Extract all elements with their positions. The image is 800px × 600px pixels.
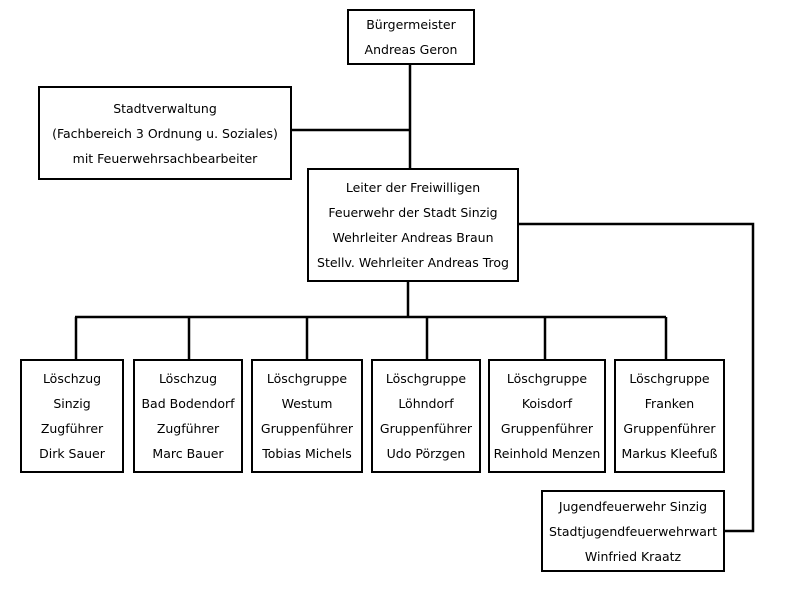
- mayor-title: Bürgermeister: [366, 17, 456, 32]
- fire-chief-line-1: Leiter der Freiwilligen: [345, 180, 481, 195]
- unit-box-bad-bodendorf: Löschzug Bad Bodendorf Zugführer Marc Ba…: [133, 359, 243, 473]
- unit-role: Gruppenführer: [500, 421, 594, 436]
- fire-chief-box: Leiter der Freiwilligen Feuerwehr der St…: [307, 168, 519, 282]
- unit-box-loehndorf: Löschgruppe Löhndorf Gruppenführer Udo P…: [371, 359, 481, 473]
- unit-type: Löschgruppe: [506, 371, 588, 386]
- administration-note: mit Feuerwehrsachbearbeiter: [72, 150, 258, 166]
- unit-role: Zugführer: [40, 421, 104, 436]
- unit-box-franken: Löschgruppe Franken Gruppenführer Markus…: [614, 359, 725, 473]
- unit-type: Löschzug: [42, 371, 102, 386]
- unit-box-westum: Löschgruppe Westum Gruppenführer Tobias …: [251, 359, 363, 473]
- unit-role: Gruppenführer: [379, 421, 473, 436]
- unit-location: Franken: [644, 396, 695, 411]
- fire-chief-name: Wehrleiter Andreas Braun: [332, 230, 494, 245]
- unit-leader: Marc Bauer: [152, 446, 224, 461]
- unit-role: Gruppenführer: [260, 421, 354, 436]
- unit-leader: Dirk Sauer: [39, 446, 105, 461]
- mayor-box: Bürgermeister Andreas Geron: [347, 9, 475, 65]
- unit-type: Löschgruppe: [629, 371, 710, 386]
- unit-type: Löschgruppe: [266, 371, 348, 386]
- unit-leader: Udo Pörzgen: [386, 446, 466, 461]
- unit-role: Gruppenführer: [623, 421, 716, 436]
- administration-title: Stadtverwaltung: [113, 100, 217, 116]
- youth-fire-brigade-box: Jugendfeuerwehr Sinzig Stadtjugendfeuerw…: [541, 490, 725, 572]
- fire-chief-line-2: Feuerwehr der Stadt Sinzig: [328, 205, 498, 220]
- administration-department: (Fachbereich 3 Ordnung u. Soziales): [52, 125, 278, 141]
- unit-box-sinzig: Löschzug Sinzig Zugführer Dirk Sauer: [20, 359, 124, 473]
- unit-location: Bad Bodendorf: [141, 396, 235, 411]
- unit-location: Westum: [281, 396, 333, 411]
- youth-leader: Winfried Kraatz: [584, 548, 682, 564]
- unit-type: Löschgruppe: [385, 371, 467, 386]
- mayor-name: Andreas Geron: [364, 42, 458, 57]
- unit-leader: Reinhold Menzen: [493, 446, 601, 461]
- unit-location: Sinzig: [53, 396, 91, 411]
- youth-role: Stadtjugendfeuerwehrwart: [549, 523, 717, 539]
- fire-chief-deputy: Stellv. Wehrleiter Andreas Trog: [317, 255, 509, 270]
- unit-location: Löhndorf: [398, 396, 454, 411]
- unit-location: Koisdorf: [521, 396, 573, 411]
- unit-role: Zugführer: [156, 421, 220, 436]
- administration-box: Stadtverwaltung (Fachbereich 3 Ordnung u…: [38, 86, 292, 180]
- unit-leader: Markus Kleefuß: [621, 446, 718, 461]
- connector-youth: [519, 222, 755, 533]
- unit-type: Löschzug: [158, 371, 218, 386]
- unit-leader: Tobias Michels: [262, 446, 352, 461]
- unit-box-koisdorf: Löschgruppe Koisdorf Gruppenführer Reinh…: [488, 359, 606, 473]
- youth-title: Jugendfeuerwehr Sinzig: [558, 498, 708, 514]
